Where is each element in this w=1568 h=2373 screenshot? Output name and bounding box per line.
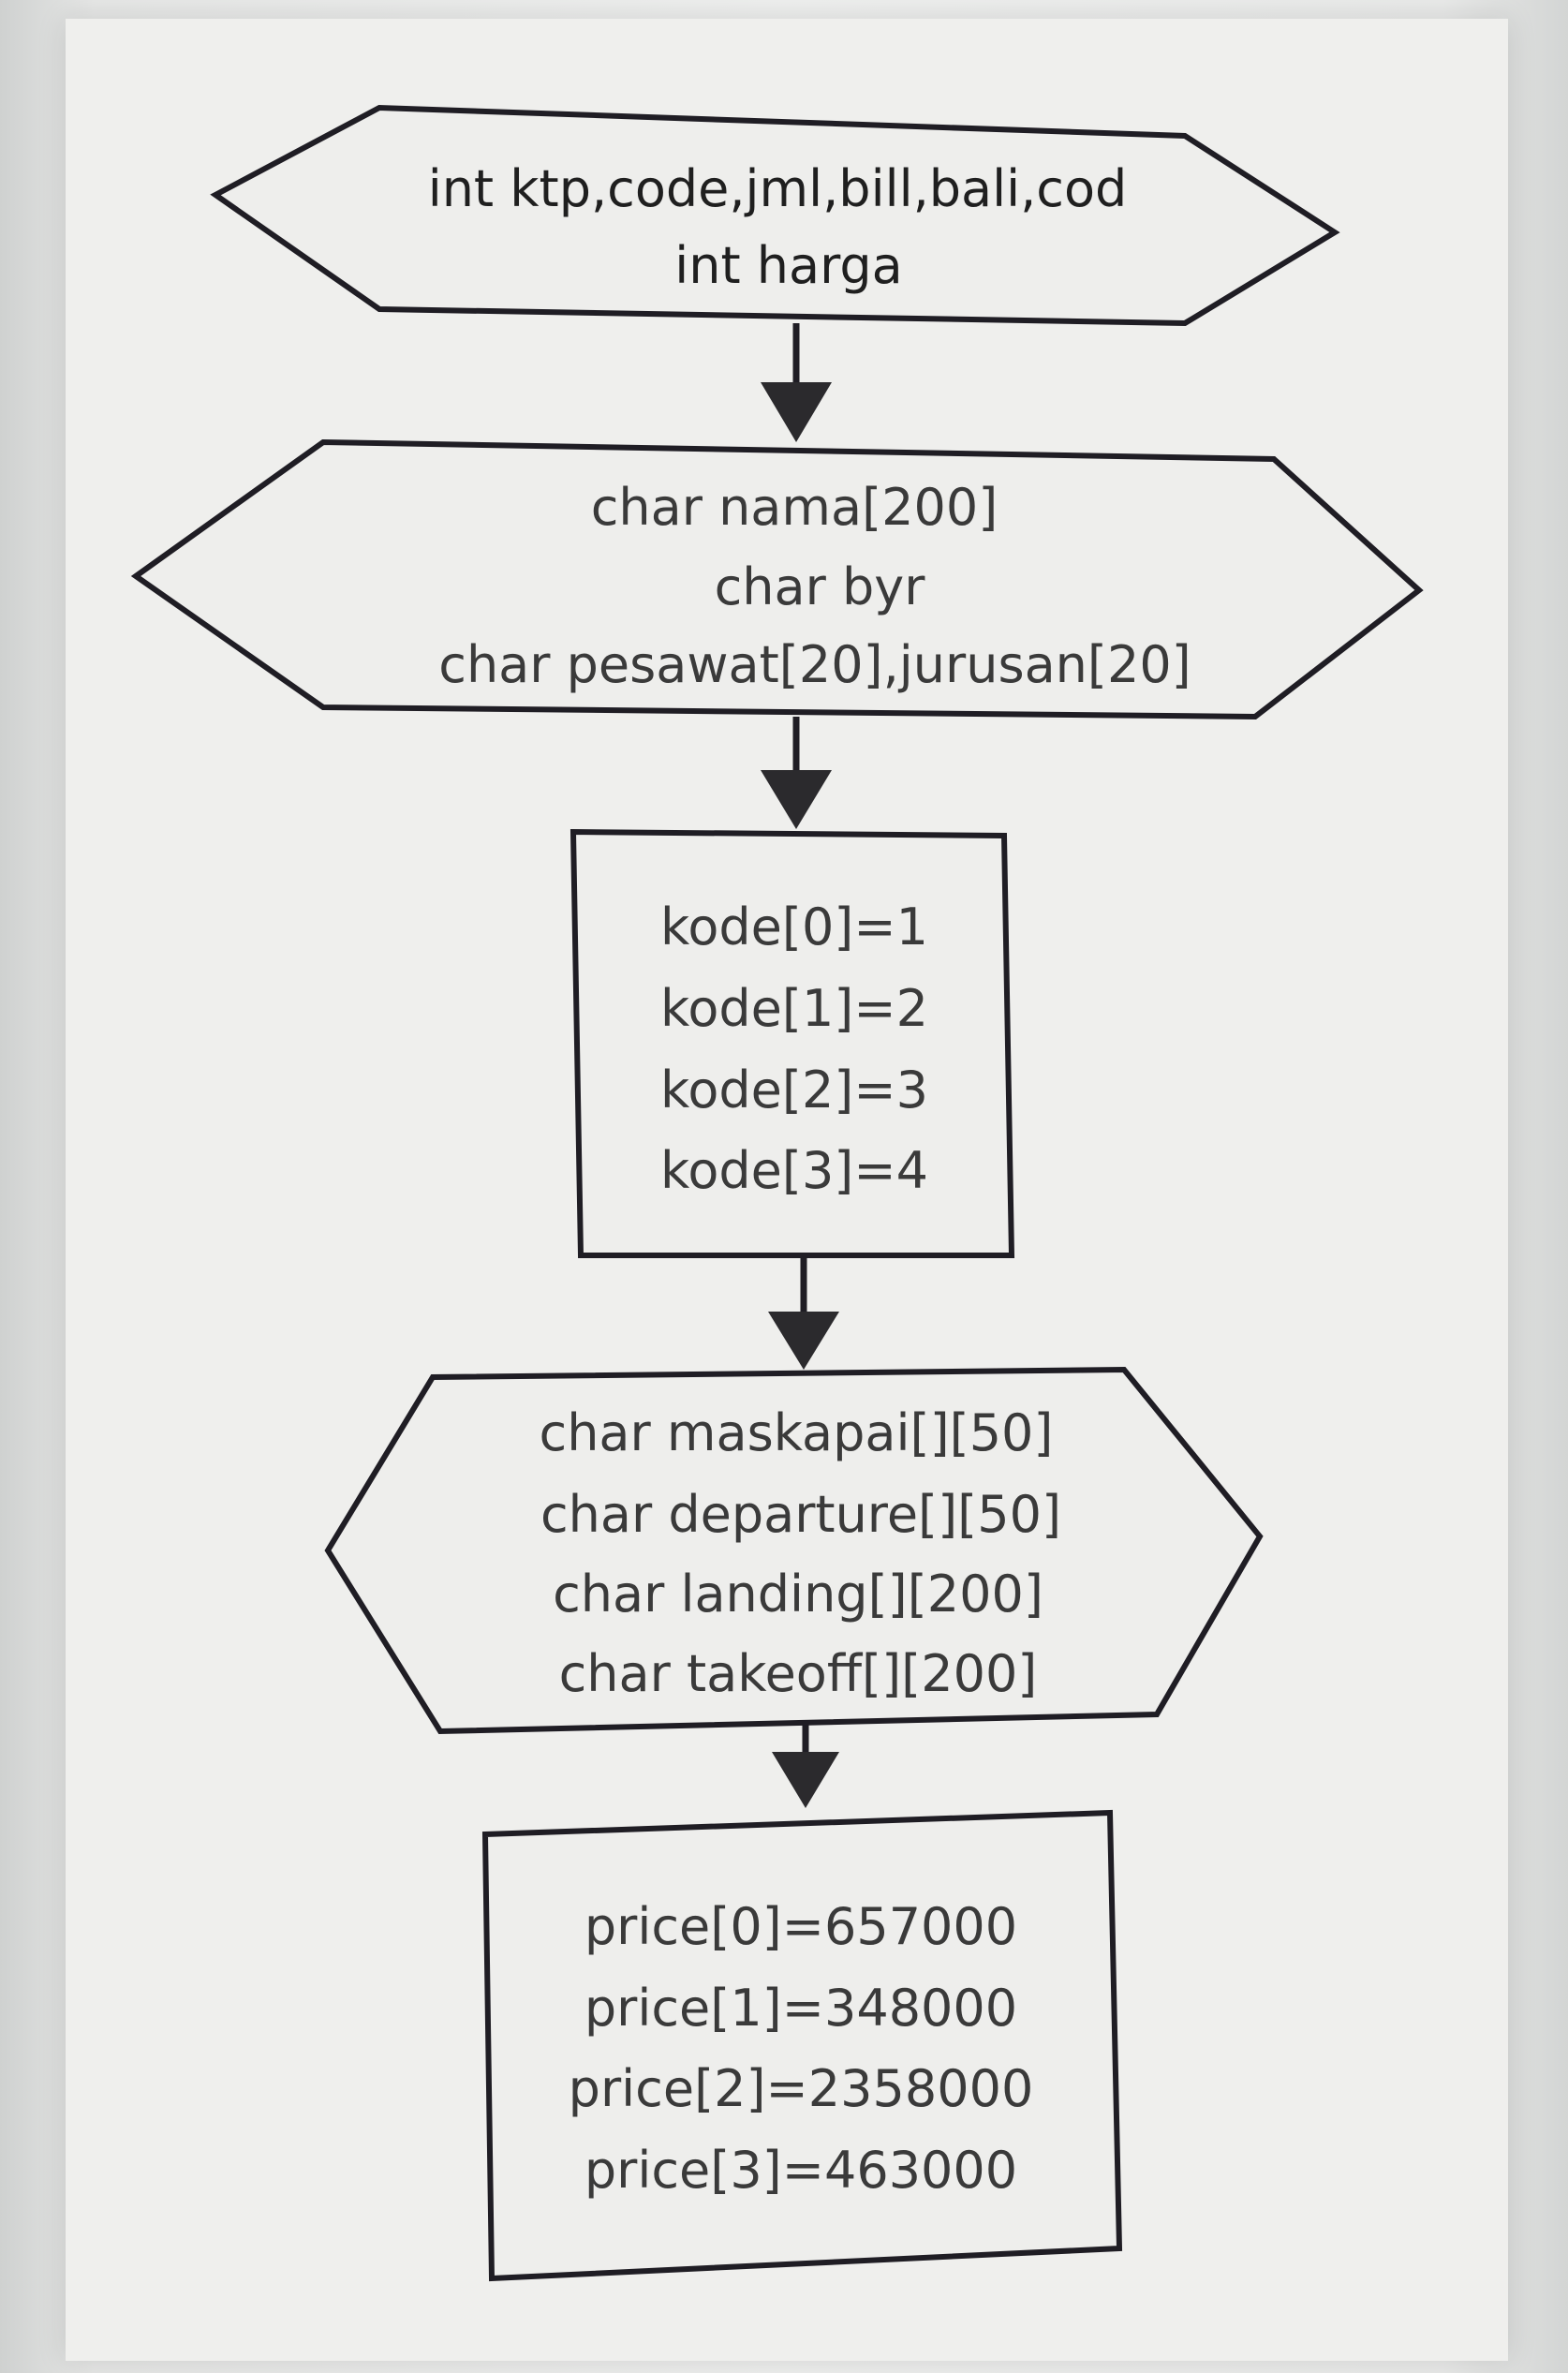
node-price-line-4: price[3]=463000: [584, 2141, 1017, 2200]
node-price-assign: price[0]=657000 price[1]=348000 price[2]…: [481, 1809, 1123, 2282]
edge-1: [761, 323, 832, 442]
node-kode-line-4: kode[3]=4: [660, 1141, 928, 1200]
node-price-line-1: price[0]=657000: [584, 1897, 1017, 1956]
node-decl-char-line-3: char pesawat[20],jurusan[20]: [438, 635, 1191, 694]
node-decl-char: char nama[200] char byr char pesawat[20]…: [130, 438, 1424, 720]
node-char-arrays-line-1: char maskapai[][50]: [540, 1403, 1054, 1462]
node-char-arrays-line-3: char landing[][200]: [553, 1565, 1043, 1624]
node-decl-char-line-1: char nama[200]: [591, 478, 998, 537]
node-kode-line-1: kode[0]=1: [660, 897, 928, 957]
edge-3: [768, 1255, 839, 1370]
node-decl-int-line-1: int ktp,code,jml,bill,bali,cod: [428, 159, 1128, 218]
node-char-arrays-line-4: char takeoff[][200]: [559, 1644, 1038, 1703]
node-decl-int-line-2: int harga: [674, 236, 903, 295]
edge-4: [772, 1714, 839, 1808]
node-char-arrays-line-2: char departure[][50]: [540, 1485, 1061, 1544]
node-decl-char-line-2: char byr: [715, 557, 926, 616]
node-kode-line-2: kode[1]=2: [660, 979, 928, 1038]
node-kode-assign: kode[0]=1 kode[1]=2 kode[2]=3 kode[3]=4: [570, 828, 1015, 1258]
edge-2: [761, 717, 832, 829]
node-decl-char-arrays: char maskapai[][50] char departure[][50]…: [324, 1366, 1264, 1735]
node-price-line-3: price[2]=2358000: [569, 2059, 1034, 2118]
node-price-line-2: price[1]=348000: [584, 1979, 1017, 2038]
node-kode-line-3: kode[2]=3: [660, 1060, 928, 1120]
node-decl-int: int ktp,code,jml,bill,bali,cod int harga: [210, 104, 1340, 327]
